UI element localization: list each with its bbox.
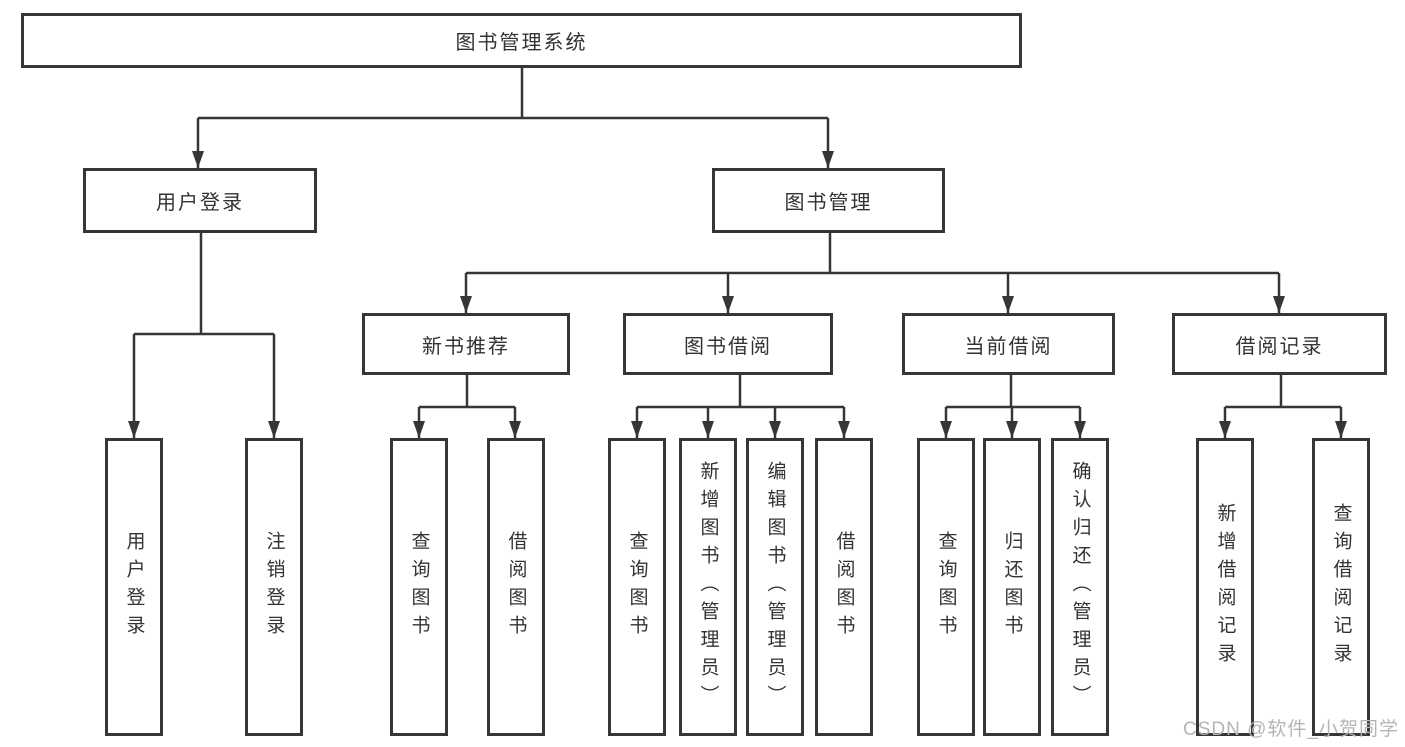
leaf-query-books-borrowing: 查询图书: [608, 438, 666, 736]
leaf-query-borrow-record: 查询借阅记录: [1312, 438, 1370, 736]
leaf-add-borrow-record: 新增借阅记录: [1196, 438, 1254, 736]
node-label: 用户登录: [123, 531, 145, 643]
node-label: 新增借阅记录: [1214, 503, 1236, 671]
leaf-query-books-current: 查询图书: [917, 438, 975, 736]
leaf-query-books-recommend: 查询图书: [390, 438, 448, 736]
leaf-confirm-return-admin: 确认归还（管理员）: [1051, 438, 1109, 736]
node-new-book-recommend: 新书推荐: [362, 313, 570, 375]
node-book-management: 图书管理: [712, 168, 945, 233]
leaf-return-books: 归还图书: [983, 438, 1041, 736]
node-label: 查询图书: [626, 531, 648, 643]
leaf-borrow-books-recommend: 借阅图书: [487, 438, 545, 736]
node-label: 图书借阅: [684, 335, 772, 358]
node-label: 查询图书: [935, 531, 957, 643]
node-label: 借阅图书: [505, 531, 527, 643]
node-label: 图书管理: [784, 192, 873, 214]
node-library-management-system: 图书管理系统: [21, 13, 1022, 68]
leaf-add-books-admin: 新增图书（管理员）: [679, 438, 737, 736]
node-borrow-records: 借阅记录: [1172, 313, 1387, 375]
node-label: 查询图书: [408, 531, 430, 643]
node-label: 借阅记录: [1235, 335, 1324, 358]
node-book-borrowing: 图书借阅: [623, 313, 833, 375]
leaf-edit-books-admin: 编辑图书（管理员）: [746, 438, 804, 736]
node-label: 编辑图书（管理员）: [764, 461, 786, 713]
node-label: 借阅图书: [833, 531, 855, 643]
node-label: 新增图书（管理员）: [697, 461, 719, 713]
node-user-login: 用户登录: [83, 168, 317, 233]
leaf-logout: 注销登录: [245, 438, 303, 736]
node-current-borrowing: 当前借阅: [902, 313, 1115, 375]
leaf-borrow-books: 借阅图书: [815, 438, 873, 736]
node-label: 图书管理系统: [455, 32, 588, 54]
node-label: 注销登录: [263, 531, 285, 643]
csdn-watermark: CSDN @软件_小贺同学: [1183, 719, 1399, 740]
node-label: 确认归还（管理员）: [1069, 461, 1091, 713]
node-label: 用户登录: [156, 192, 244, 214]
node-label: 归还图书: [1001, 531, 1023, 643]
node-label: 查询借阅记录: [1330, 503, 1352, 671]
leaf-user-login: 用户登录: [105, 438, 163, 736]
node-label: 当前借阅: [964, 335, 1053, 358]
node-label: 新书推荐: [422, 335, 510, 358]
